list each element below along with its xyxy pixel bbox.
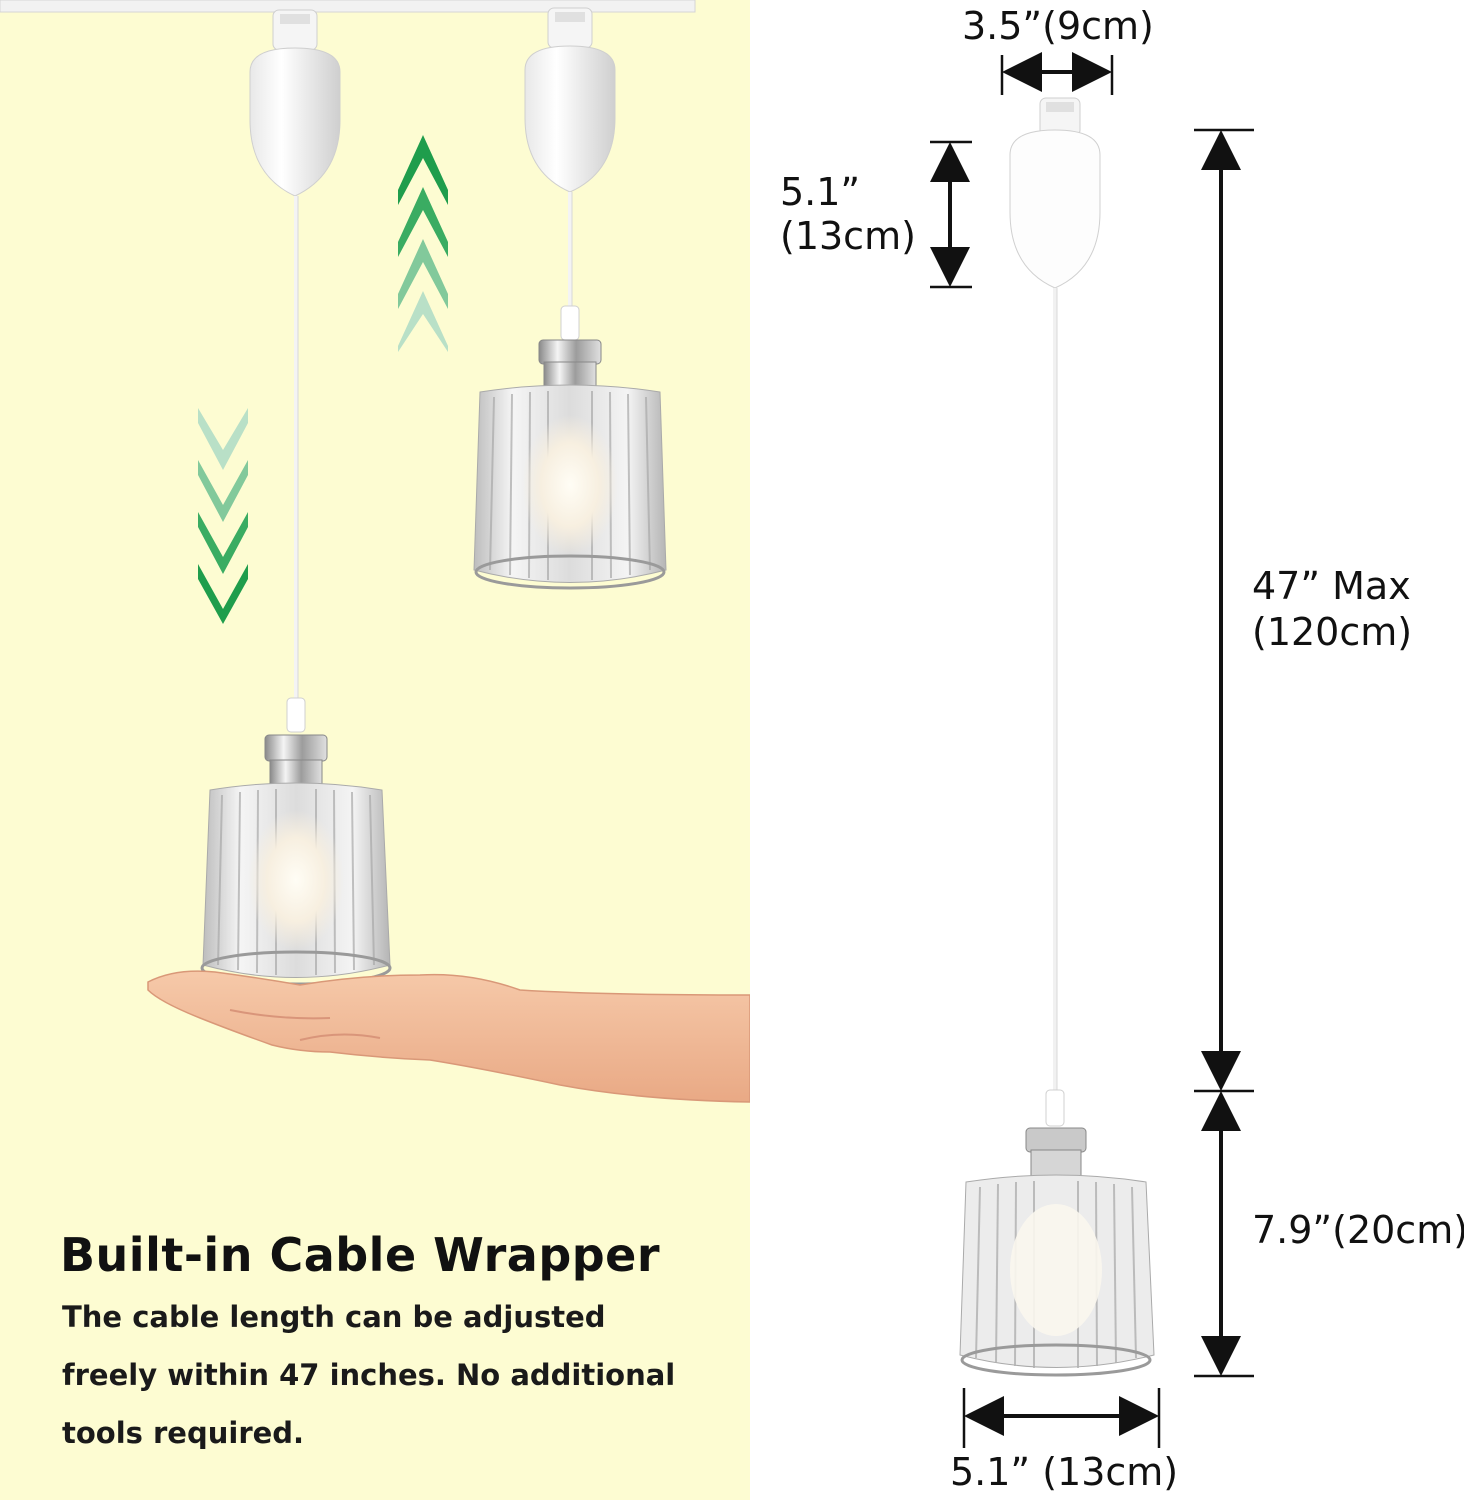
chevron-up-icon — [398, 135, 448, 352]
canopy-width-label: 3.5”(9cm) — [962, 4, 1154, 48]
shade-height-dimension — [1194, 1091, 1254, 1378]
shade-width-dimension — [962, 1388, 1161, 1448]
canopy-height-label-in: 5.1” — [780, 170, 861, 214]
product-illustration — [0, 0, 750, 1103]
canopy-height-label-cm: (13cm) — [780, 214, 916, 258]
track-rail — [0, 0, 696, 13]
chevron-down-icon — [198, 408, 248, 624]
dimensions-panel: 3.5”(9cm) 5.1” (13cm) 47” Max (120cm) 7.… — [750, 0, 1464, 1500]
cable-length-label-cm: (120cm) — [1252, 610, 1413, 654]
canopy-width-dimension — [1000, 52, 1114, 95]
pendant-drawing — [959, 97, 1155, 1377]
feature-description-line: freely within 47 inches. No additional — [62, 1358, 676, 1392]
shade-height-label: 7.9”(20cm) — [1252, 1208, 1464, 1252]
shade-width-label: 5.1” (13cm) — [950, 1450, 1179, 1494]
hand-image — [147, 970, 750, 1103]
feature-description-line: tools required. — [62, 1416, 305, 1450]
feature-panel: Built-in Cable Wrapper The cable length … — [0, 0, 750, 1500]
feature-description-line: The cable length can be adjusted — [62, 1300, 606, 1334]
cable-length-label-in: 47” Max — [1252, 564, 1411, 608]
dimension-diagram — [930, 52, 1254, 1448]
canopy-height-dimension — [930, 140, 972, 289]
pendant-raised — [473, 7, 667, 590]
pendant-lowered — [200, 9, 392, 986]
feature-headline: Built-in Cable Wrapper — [60, 1228, 661, 1282]
cable-length-dimension — [1194, 128, 1254, 1093]
